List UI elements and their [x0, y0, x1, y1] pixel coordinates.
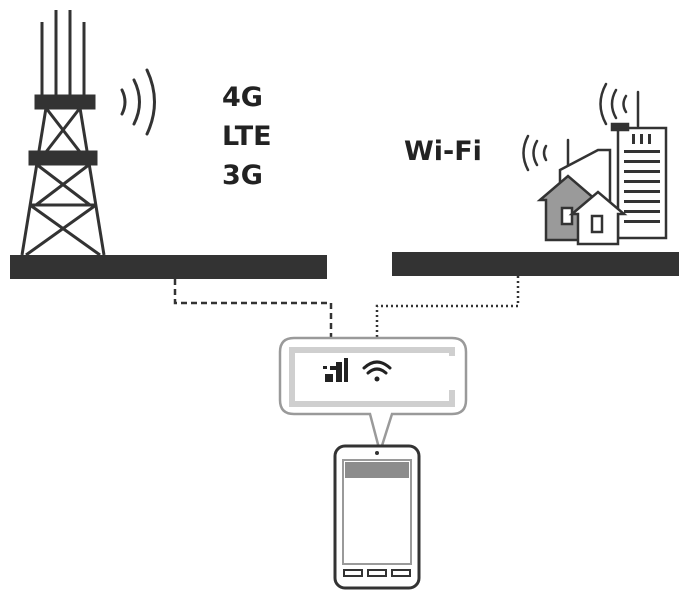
cellular-connector	[173, 279, 333, 356]
label-wifi: Wi-Fi	[404, 136, 482, 167]
label-3g: 3G	[222, 160, 263, 191]
cell-tower-icon	[20, 10, 106, 257]
wifi-signal-icon	[362, 360, 392, 382]
label-lte: LTE	[222, 121, 272, 152]
status-bar-callout	[278, 336, 468, 457]
wifi-network-bar	[392, 252, 679, 276]
cellular-network-bar	[10, 255, 327, 279]
smartphone-icon	[333, 444, 421, 590]
wifi-connector	[375, 276, 520, 358]
buildings-icon	[522, 82, 668, 246]
radio-waves-icon	[120, 68, 156, 136]
cell-signal-icon	[323, 358, 348, 382]
label-4g: 4G	[222, 82, 263, 113]
